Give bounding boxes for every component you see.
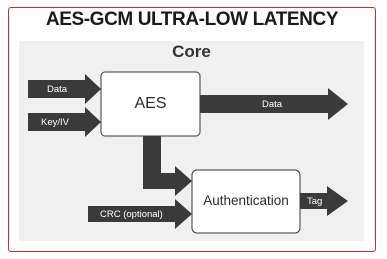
crc-input-arrow [88,199,192,229]
crc-label: CRC (optional) [100,209,163,220]
tag-output-arrow [300,186,348,216]
authentication-block [191,169,301,234]
aes-block-label: AES [134,95,167,112]
authentication-block-label: Authentication [203,193,289,208]
core-label: Core [172,42,211,61]
data-input-label: Data [47,84,68,95]
key-iv-label: Key/IV [41,117,69,128]
key-iv-input-arrow [28,107,101,137]
tag-label: Tag [307,196,323,207]
data-input-arrow [28,74,101,104]
data-output-arrow [200,88,348,120]
diagram-title: AES-GCM ULTRA-LOW LATENCY [45,9,339,30]
aes-block [100,71,201,137]
data-output-label: Data [262,99,283,110]
aes-to-auth-arrow [143,136,192,196]
